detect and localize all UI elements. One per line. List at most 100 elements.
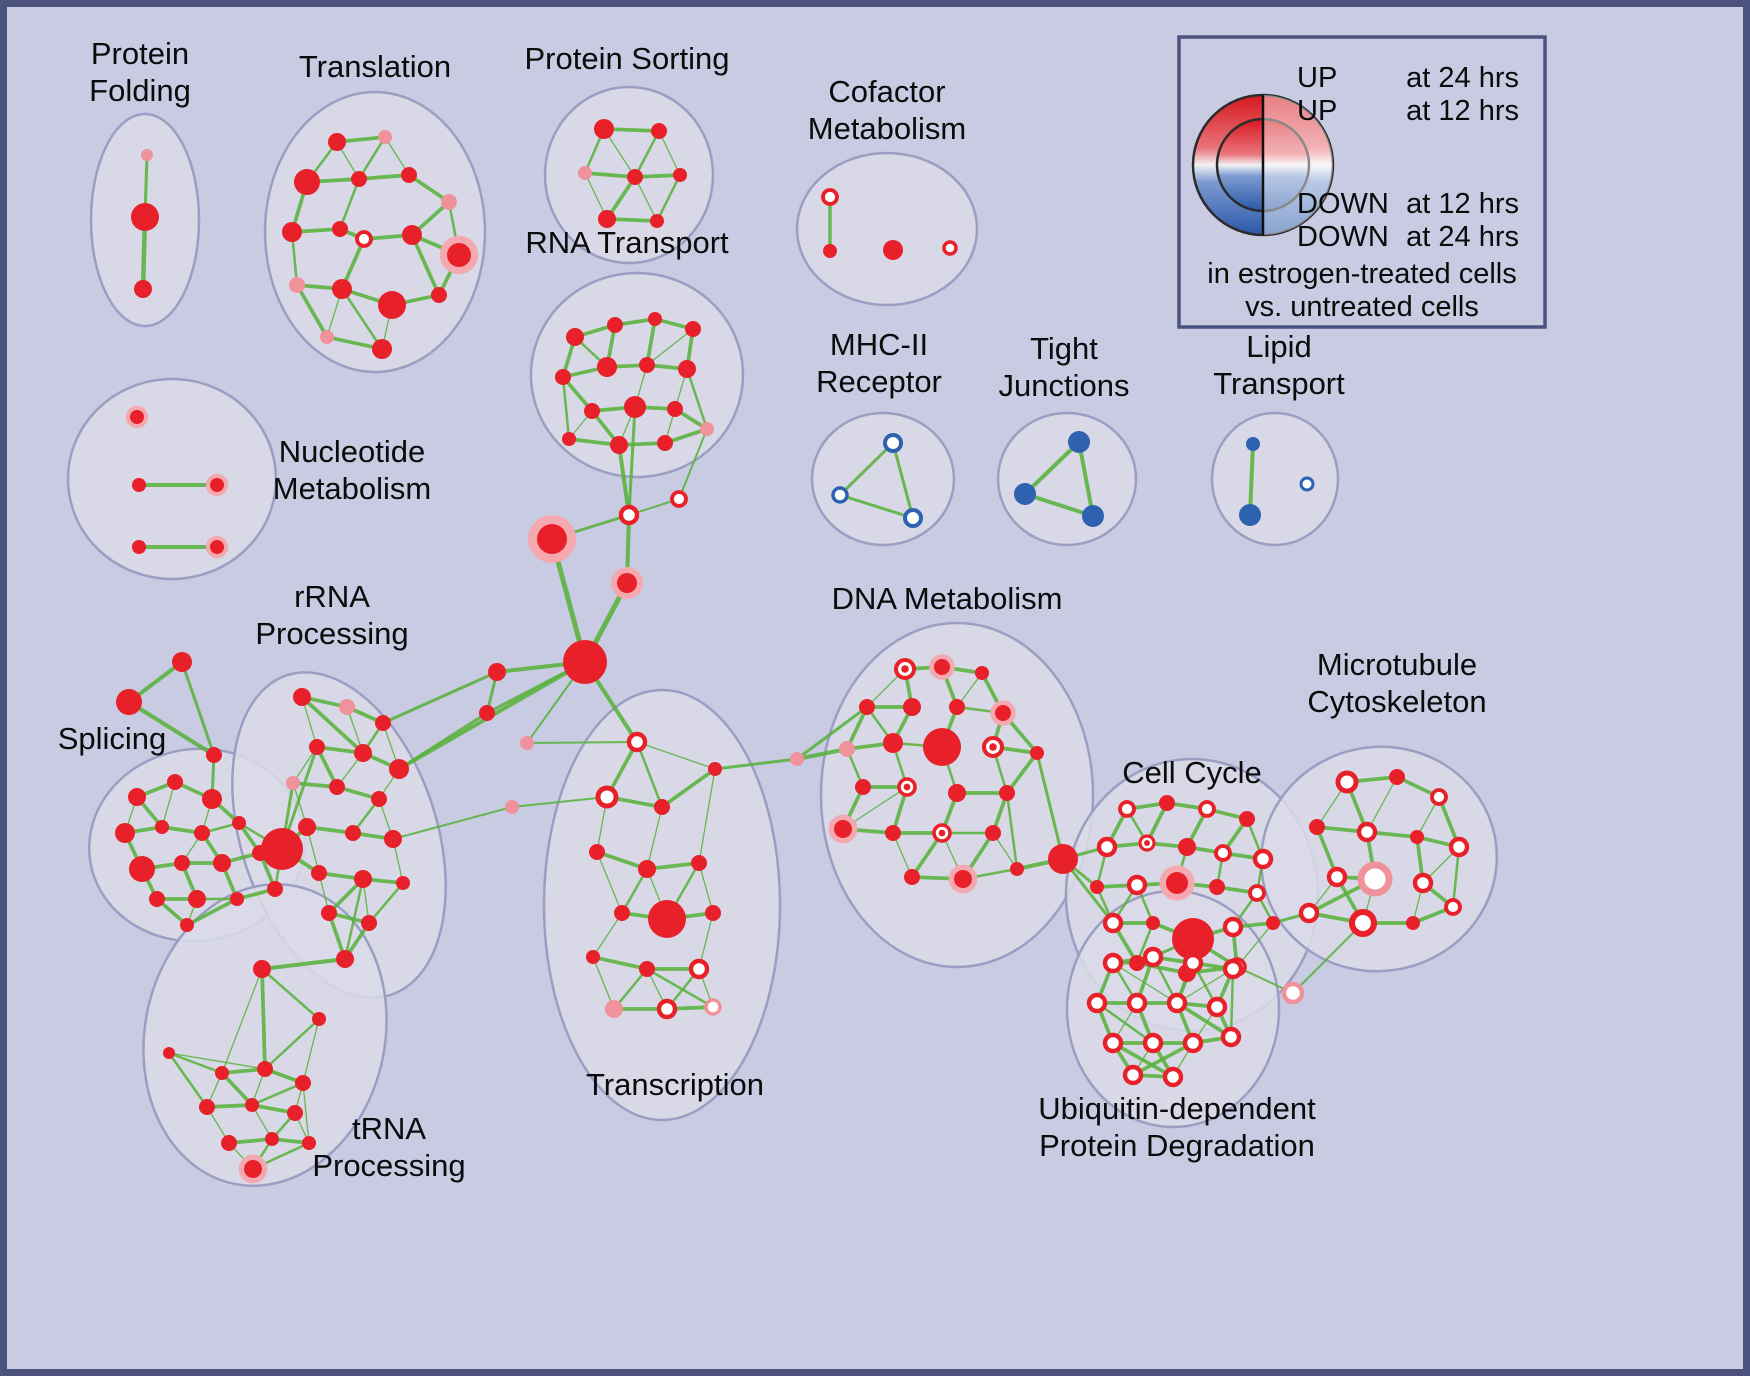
network-node (1220, 1026, 1242, 1048)
network-edge (713, 757, 799, 771)
network-node (488, 663, 506, 681)
network-edge (583, 171, 637, 179)
network-node (903, 698, 921, 716)
network-node (1162, 1066, 1184, 1088)
network-edge (1229, 967, 1235, 1039)
network-edge (633, 129, 661, 179)
network-node (174, 855, 190, 871)
network-node (1335, 770, 1359, 794)
network-node (1102, 952, 1124, 974)
network-edge (660, 767, 717, 809)
network-node (839, 741, 855, 757)
network-edge (295, 283, 329, 339)
network-node (232, 816, 246, 830)
network-node (329, 779, 345, 795)
network-edge (180, 660, 216, 757)
network-edge (221, 968, 263, 1074)
network-node (163, 1047, 175, 1059)
network-node (1102, 1032, 1124, 1054)
network-node (654, 799, 670, 815)
network-edge (185, 897, 239, 927)
legend-glyph-fade (1263, 95, 1333, 235)
network-node (595, 785, 619, 809)
network-node (371, 791, 387, 807)
network-node (566, 328, 584, 346)
network-node (975, 666, 989, 680)
network-node (294, 169, 320, 195)
network-node (116, 689, 142, 715)
network-node (132, 540, 146, 554)
network-node (981, 735, 1005, 759)
cluster-label-transcription: Transcription (586, 1067, 764, 1102)
network-node (1122, 1064, 1144, 1086)
legend-time-label: at 12 hrs (1406, 188, 1519, 220)
network-edge (168, 1052, 266, 1070)
network-node (670, 490, 688, 508)
network-node (708, 762, 722, 776)
network-edge (1175, 1001, 1233, 1039)
network-node (267, 881, 283, 897)
network-edge (340, 287, 384, 351)
network-node (1166, 992, 1188, 1014)
network-edge (655, 173, 682, 223)
network-node (1248, 884, 1266, 902)
network-node (828, 814, 858, 844)
network-node (199, 1099, 215, 1115)
network-node (505, 800, 519, 814)
network-edge (636, 741, 716, 770)
network-edge (627, 405, 637, 517)
network-node (245, 1098, 259, 1112)
network-node (215, 1066, 229, 1080)
network-node (188, 890, 206, 908)
network-node (1389, 769, 1405, 785)
network-edge (381, 670, 499, 725)
network-node (298, 818, 316, 836)
network-node (1030, 746, 1044, 760)
network-node (155, 820, 169, 834)
network-node (823, 244, 837, 258)
network-node (1126, 992, 1148, 1014)
network-node (1198, 800, 1216, 818)
network-node (651, 123, 667, 139)
network-edge (891, 441, 915, 520)
network-edge (300, 695, 365, 755)
network-node (125, 405, 149, 429)
network-edge (511, 796, 608, 808)
network-edge (260, 967, 267, 1071)
legend-direction-label: DOWN (1297, 221, 1389, 253)
network-node (1068, 431, 1090, 453)
network-node (402, 225, 422, 245)
network-edge (357, 173, 411, 181)
network-node (1444, 898, 1462, 916)
network-edge (685, 367, 709, 431)
network-node (1118, 800, 1136, 818)
network-node (1142, 1032, 1164, 1054)
network-node (1182, 1032, 1204, 1054)
network-node (320, 330, 334, 344)
network-node (1410, 830, 1424, 844)
network-edge (1005, 791, 1019, 871)
network-node (855, 779, 871, 795)
network-node (1222, 916, 1244, 938)
cluster-label-splicing: Splicing (58, 721, 167, 756)
network-node (238, 1154, 268, 1184)
network-edge (397, 711, 489, 771)
network-edge (1176, 968, 1234, 1004)
network-node (253, 960, 271, 978)
network-node (1406, 916, 1420, 930)
network-edge (392, 806, 513, 840)
network-node (520, 736, 534, 750)
network-node (1326, 866, 1348, 888)
network-node (598, 210, 616, 228)
network-node (597, 357, 617, 377)
network-node (221, 1135, 237, 1151)
network-node (336, 950, 354, 968)
network-node (1102, 912, 1124, 934)
network-node (790, 752, 804, 766)
network-node (614, 905, 630, 921)
network-edge (338, 177, 361, 231)
network-node (132, 478, 146, 492)
network-node (624, 396, 646, 418)
cluster-label-rna-transport: RNA Transport (525, 225, 729, 260)
